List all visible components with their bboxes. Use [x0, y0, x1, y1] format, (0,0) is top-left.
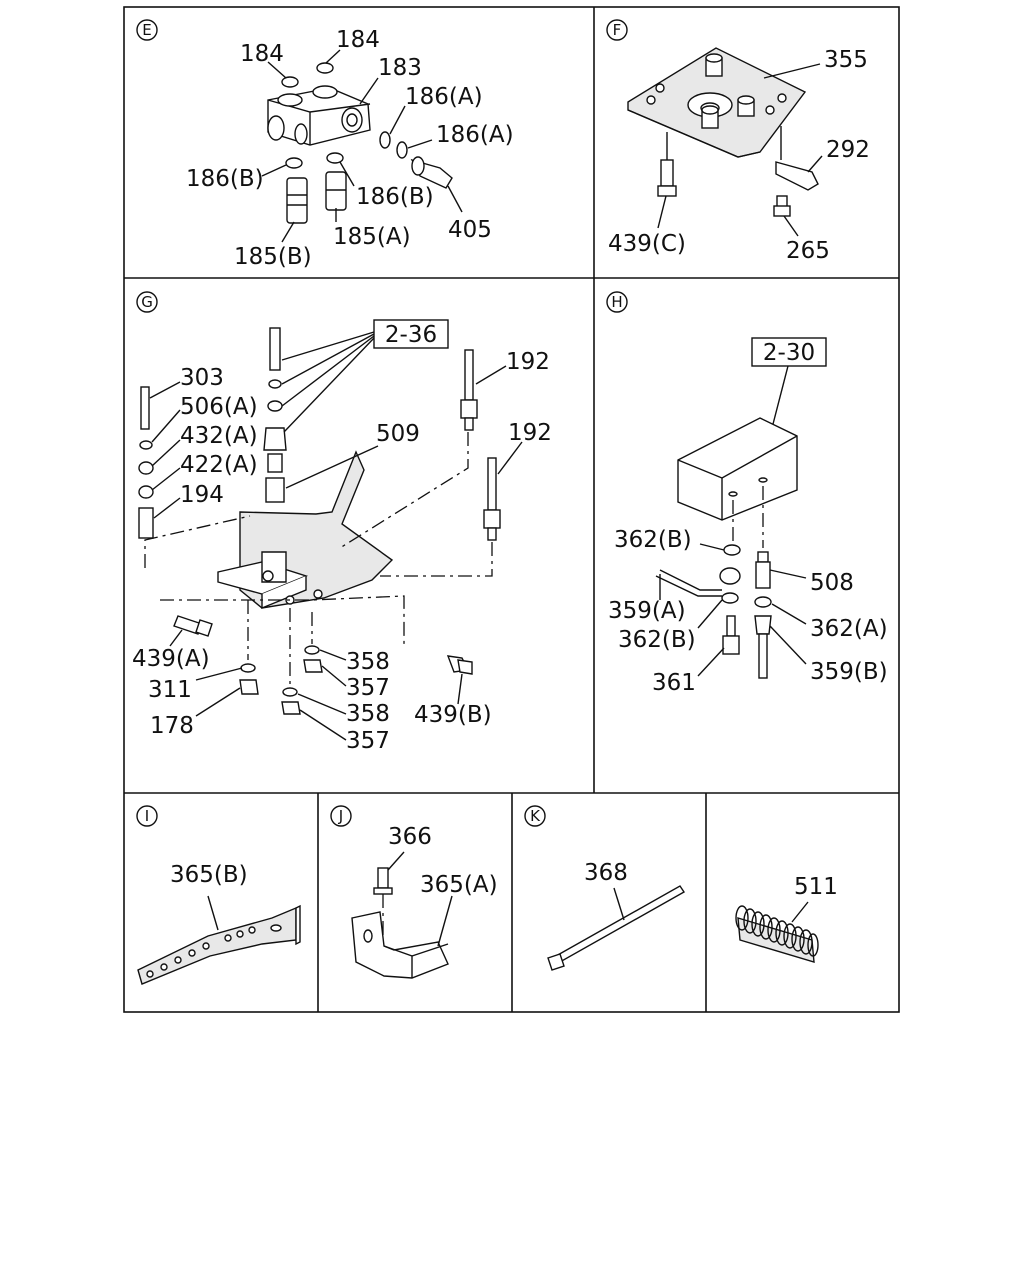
callout-label: 311	[148, 677, 192, 703]
callout-label: 178	[150, 713, 194, 739]
panel-e-drawing	[261, 49, 463, 243]
callout-label: 358	[346, 701, 390, 727]
panel-f-drawing	[627, 47, 823, 237]
section-marker-j: J	[330, 805, 352, 827]
svg-text:G: G	[141, 293, 153, 311]
callout-label: 357	[346, 675, 390, 701]
section-marker-h: H	[606, 291, 628, 313]
svg-text:E: E	[142, 21, 151, 39]
panel-h-drawing	[655, 337, 827, 679]
svg-text:H: H	[611, 293, 622, 311]
panel-g-drawing	[138, 319, 523, 741]
section-marker-i: I	[136, 805, 158, 827]
callout-label: 511	[794, 874, 838, 900]
callout-label: 265	[786, 238, 830, 264]
callout-label: 186(B)	[186, 166, 264, 192]
panel-f-labels: 355 292 439(C) 265	[608, 47, 870, 264]
callout-label: 355	[824, 47, 868, 73]
callout-label: 184	[240, 41, 284, 67]
panel-e-labels: 184 184 183 186(A) 186(A) 186(B) 186(B) …	[186, 27, 514, 270]
panel-i-labels: 365(B)	[170, 862, 248, 888]
callout-label: 303	[180, 365, 224, 391]
panel-j-drawing	[351, 851, 453, 979]
callout-label: 358	[346, 649, 390, 675]
callout-label: 432(A)	[180, 423, 258, 449]
reference-number: 2-36	[385, 322, 437, 348]
panel-i-drawing	[137, 895, 301, 985]
callout-label: 439(C)	[608, 231, 686, 257]
panel-k-drawing	[547, 885, 686, 971]
panel-l-labels: 511	[794, 874, 838, 900]
callout-label: 357	[346, 728, 390, 754]
callout-label: 359(A)	[608, 598, 686, 624]
reference-box	[751, 337, 827, 367]
callout-label: 365(B)	[170, 862, 248, 888]
callout-label: 368	[584, 860, 628, 886]
callout-label: 365(A)	[420, 872, 498, 898]
section-marker-e: E	[136, 19, 158, 41]
panel-l-drawing	[735, 901, 819, 963]
callout-label: 366	[388, 824, 432, 850]
callout-label: 361	[652, 670, 696, 696]
callout-label: 362(B)	[614, 527, 692, 553]
callout-label: 186(A)	[436, 122, 514, 148]
callout-label: 185(B)	[234, 244, 312, 270]
callout-label: 422(A)	[180, 452, 258, 478]
panel-h-labels: 2-30 362(B) 359(A) 362(B) 361 508 362(A)…	[608, 340, 888, 696]
svg-text:F: F	[613, 21, 622, 39]
svg-text:K: K	[530, 807, 541, 825]
panel-frames	[123, 6, 900, 1013]
callout-label: 184	[336, 27, 380, 53]
section-marker-f: F	[606, 19, 628, 41]
panel-g-labels: 2-36 303 506(A) 432(A) 422(A) 194 509 19…	[132, 322, 552, 754]
panel-k-labels: 368	[584, 860, 628, 886]
reference-number: 2-30	[763, 340, 815, 366]
callout-label: 192	[506, 349, 550, 375]
callout-label: 405	[448, 217, 492, 243]
callout-label: 362(B)	[618, 627, 696, 653]
panel-j-labels: 366 365(A)	[388, 824, 498, 898]
callout-label: 439(B)	[414, 702, 492, 728]
callout-label: 186(B)	[356, 184, 434, 210]
callout-label: 186(A)	[405, 84, 483, 110]
callout-label: 508	[810, 570, 854, 596]
section-marker-g: G	[136, 291, 158, 313]
callout-label: 292	[826, 137, 870, 163]
callout-label: 194	[180, 482, 224, 508]
callout-label: 183	[378, 55, 422, 81]
callout-label: 192	[508, 420, 552, 446]
callout-label: 506(A)	[180, 394, 258, 420]
callout-label: 359(B)	[810, 659, 888, 685]
svg-text:J: J	[338, 807, 343, 825]
svg-text:I: I	[145, 807, 149, 825]
callout-label: 185(A)	[333, 224, 411, 250]
callout-label: 439(A)	[132, 646, 210, 672]
section-marker-k: K	[524, 805, 546, 827]
callout-label: 362(A)	[810, 616, 888, 642]
callout-label: 509	[376, 421, 420, 447]
